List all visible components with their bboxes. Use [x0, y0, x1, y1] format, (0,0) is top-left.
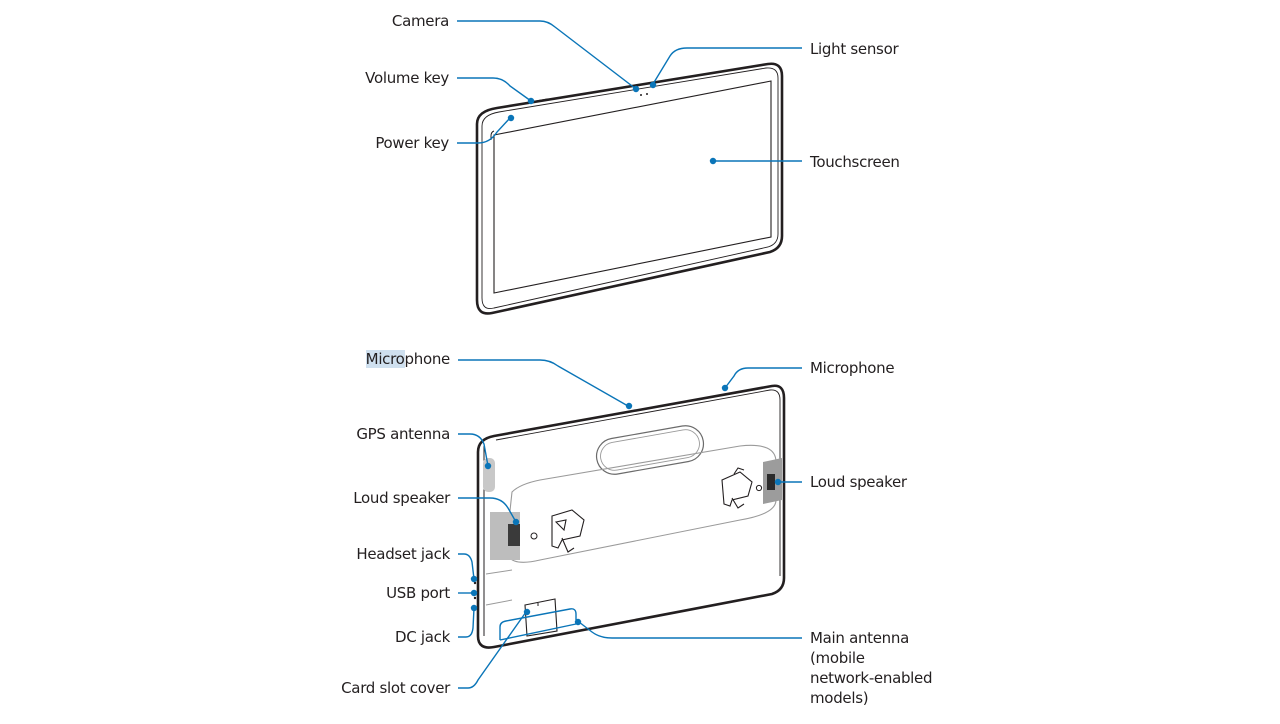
- main-antenna-outline-bottom: [499, 623, 577, 641]
- label-microphone-right: Microphone: [810, 359, 895, 377]
- leader-dc-jack: [458, 607, 475, 638]
- leader-loud-speaker-left: [458, 497, 517, 523]
- leader-headset-jack: [458, 553, 475, 580]
- volume-key-anchor-dot: [527, 97, 535, 105]
- leader-light-sensor: [652, 47, 802, 85]
- leader-card-slot-cover: [458, 611, 527, 689]
- left-hinge-bracket: [551, 509, 585, 553]
- leader-camera: [457, 20, 637, 90]
- main-antenna-anchor-dot: [574, 618, 582, 626]
- back-tablet-rim: [495, 389, 781, 576]
- power-key-anchor-dot: [507, 114, 515, 122]
- light-sensor-anchor-dot: [649, 81, 657, 89]
- front-anchor-dots: [507, 81, 717, 165]
- power-key-shape: [490, 130, 495, 140]
- right-speaker-grill: [763, 458, 782, 504]
- label-microphone-left-highlighted: Micro: [365, 350, 405, 368]
- touchscreen-area: [493, 80, 772, 294]
- leader-microphone-left: [458, 359, 629, 407]
- label-main-antenna-line2: (mobile: [810, 649, 865, 667]
- side-ports: [473, 581, 477, 600]
- label-main-antenna-line1: Main antenna: [810, 629, 909, 647]
- leader-volume-key: [457, 77, 532, 102]
- label-power-key: Power key: [375, 134, 449, 152]
- label-camera: Camera: [391, 12, 449, 30]
- back-tablet-body: [476, 384, 786, 649]
- front-tablet-rim: [481, 67, 779, 309]
- label-touchscreen: Touchscreen: [810, 153, 900, 171]
- port-line-lower: [485, 599, 513, 606]
- microphone-right-anchor-dot: [721, 384, 729, 392]
- headset-jack-anchor-dot: [470, 575, 478, 583]
- sensor-dot: [646, 93, 648, 95]
- leader-main-antenna: [578, 621, 802, 639]
- front-tablet: [475, 62, 784, 315]
- label-dc-jack: DC jack: [395, 628, 450, 646]
- stand-handle-outer: [595, 425, 705, 475]
- dc-jack-anchor-dot: [470, 604, 478, 612]
- touchscreen-anchor-dot: [709, 157, 717, 165]
- label-volume-key: Volume key: [365, 69, 449, 87]
- label-card-slot-cover: Card slot cover: [341, 679, 450, 697]
- main-antenna-outline: [499, 608, 577, 640]
- label-headset-jack: Headset jack: [356, 545, 450, 563]
- back-anchor-dots: [470, 384, 782, 626]
- label-usb-port: USB port: [386, 584, 450, 602]
- label-loud-speaker-right: Loud speaker: [810, 473, 907, 491]
- leader-microphone-right: [724, 367, 802, 389]
- label-gps-antenna: GPS antenna: [356, 425, 450, 443]
- label-light-sensor: Light sensor: [810, 40, 899, 58]
- leader-gps-antenna: [458, 433, 489, 467]
- usb-port-anchor-dot: [470, 589, 478, 597]
- label-loud-speaker-left: Loud speaker: [353, 489, 450, 507]
- leader-power-key: [457, 117, 511, 144]
- loud-speaker-right-anchor-dot: [774, 478, 782, 486]
- stand-handle-inner: [600, 429, 700, 471]
- label-main-antenna-line3: network-enabled: [810, 669, 933, 687]
- right-hinge-bracket: [721, 467, 753, 509]
- camera-anchor-dot: [632, 85, 640, 93]
- front-leaders: [457, 20, 802, 162]
- right-screw: [755, 484, 763, 492]
- card-slot-cover-anchor-dot: [523, 608, 531, 616]
- left-screw: [530, 532, 538, 540]
- port-line-upper: [485, 569, 513, 575]
- gps-antenna-anchor-dot: [484, 462, 492, 470]
- microphone-left-anchor-dot: [625, 402, 633, 410]
- card-slot-cover-shape: [524, 598, 558, 637]
- label-microphone-left-rest: phone: [404, 350, 451, 368]
- back-tablet: [473, 384, 786, 649]
- loud-speaker-left-anchor-dot: [512, 518, 520, 526]
- camera-dot: [640, 94, 642, 96]
- label-main-antenna: Main antenna (mobile network-enabled mod…: [810, 628, 960, 708]
- back-leaders: [458, 359, 802, 689]
- label-main-antenna-line4: models): [810, 689, 869, 707]
- label-microphone-left: Microphone: [365, 349, 451, 369]
